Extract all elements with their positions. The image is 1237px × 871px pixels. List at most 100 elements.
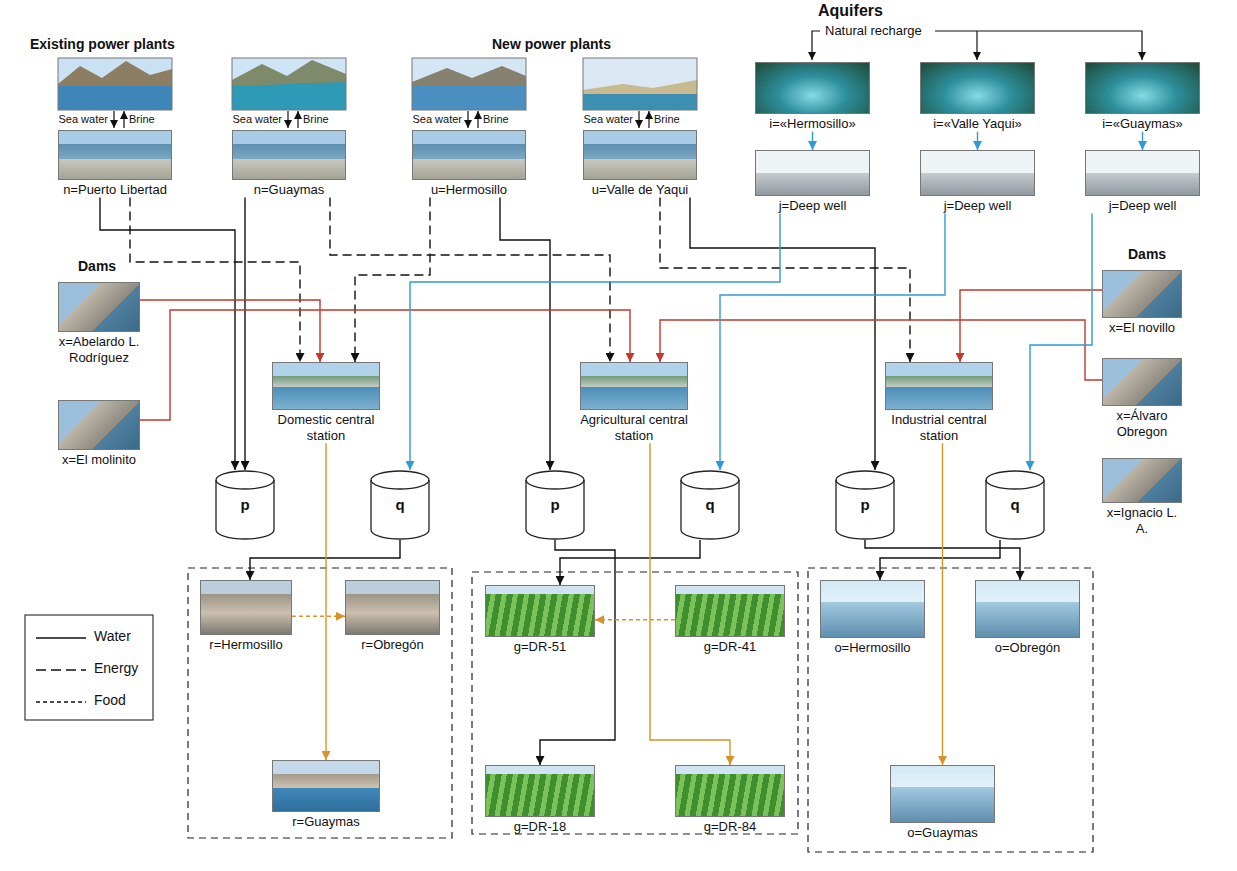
station-picture — [885, 362, 993, 410]
sea-scene — [232, 58, 346, 110]
node-caption: x=Abelardo L. Rodríguez — [58, 334, 140, 365]
storage-tank: p — [215, 470, 275, 540]
dam: x=El novillo — [1102, 270, 1182, 336]
group-bracket — [188, 568, 1093, 852]
tank-body — [986, 471, 1044, 539]
flow-connector — [1030, 214, 1092, 470]
text-label: New power plants — [492, 36, 692, 52]
central-station: Industrial central station — [885, 362, 993, 443]
text-label: Dams — [1128, 246, 1188, 262]
deep-well: j=Deep well — [755, 150, 870, 214]
node-caption: j=Deep well — [755, 198, 870, 214]
flow-connector — [140, 310, 630, 420]
well-picture — [755, 150, 870, 196]
flow-connector — [690, 198, 875, 470]
node-caption: i=«Hermosillo» — [755, 116, 870, 132]
dam-picture — [1102, 358, 1182, 406]
node-caption: g=DR-51 — [485, 639, 595, 655]
flow-connector — [977, 132, 978, 150]
flow-connector — [942, 443, 943, 765]
sea-water-arrows — [114, 111, 649, 128]
text-label: Brine — [303, 113, 343, 125]
field-picture — [485, 585, 595, 637]
tank-body — [681, 471, 739, 539]
tank-body — [526, 471, 584, 539]
flow-connector — [1142, 132, 1143, 150]
dam-picture — [1102, 458, 1182, 503]
tank-rim — [526, 480, 584, 489]
power-plant: u=Valle de Yaqui — [583, 130, 697, 198]
text-label: Sea water — [54, 113, 108, 125]
industry-picture — [890, 765, 995, 823]
text-label: Aquifers — [818, 2, 938, 20]
flow-connector — [325, 443, 326, 760]
flow-connector — [812, 132, 813, 150]
flow-connector — [500, 198, 550, 470]
dam: x=Ignacio L. A. — [1102, 458, 1182, 536]
central-station: Agricultural central station — [580, 362, 688, 443]
text-label: Brine — [129, 113, 169, 125]
node-caption: i=«Guaymas» — [1085, 116, 1200, 132]
irrigation-district: g=DR-84 — [675, 765, 785, 835]
flow-connector — [250, 540, 400, 580]
plant-picture — [583, 130, 697, 180]
node-caption: g=DR-41 — [675, 639, 785, 655]
storage-tank: q — [370, 470, 430, 540]
sea-scene — [583, 58, 697, 110]
legend-line — [36, 669, 86, 671]
legend-sample — [36, 633, 86, 643]
tank-label: p — [525, 470, 585, 513]
flow-connector — [130, 198, 300, 362]
aquifer-picture — [1085, 62, 1200, 114]
tank-label: q — [985, 470, 1045, 513]
tank-rim — [681, 480, 739, 489]
legend-sample — [36, 665, 86, 675]
plant-picture — [232, 130, 346, 180]
legend-box — [25, 615, 153, 720]
aquifer-picture — [920, 62, 1035, 114]
node-caption: j=Deep well — [1085, 198, 1200, 214]
station-picture — [272, 362, 380, 410]
node-caption: r=Hermosillo — [200, 637, 292, 653]
node-caption: Domestic central station — [272, 412, 380, 443]
text-label: Natural recharge — [825, 23, 955, 38]
field-picture — [675, 765, 785, 817]
aquifer: i=«Hermosillo» — [755, 62, 870, 132]
flow-connector — [595, 619, 675, 620]
node-caption: g=DR-18 — [485, 819, 595, 835]
station-picture — [580, 362, 688, 410]
city: r=Guaymas — [272, 760, 380, 830]
industry-picture — [820, 580, 925, 638]
node-caption: x=El novillo — [1102, 320, 1182, 336]
node-caption: r=Guaymas — [272, 814, 380, 830]
power-plant: n=Puerto Libertad — [58, 130, 172, 198]
tank-rim — [216, 480, 274, 489]
node-caption: n=Puerto Libertad — [58, 182, 172, 198]
aquifer-picture — [755, 62, 870, 114]
well-picture — [920, 150, 1035, 196]
tank-body — [371, 471, 429, 539]
field-picture — [485, 765, 595, 817]
node-caption: i=«Valle Yaqui» — [920, 116, 1035, 132]
legend-line — [36, 637, 86, 639]
deep-well: j=Deep well — [920, 150, 1035, 214]
text-label: Sea water — [579, 113, 633, 125]
node-caption: u=Valle de Yaqui — [583, 182, 697, 198]
node-caption: o=Obregón — [975, 640, 1080, 656]
tank-label: p — [215, 470, 275, 513]
city-picture — [345, 580, 440, 635]
node-caption: u=Hermosillo — [412, 182, 526, 198]
industry-picture — [975, 580, 1080, 638]
storage-tank: p — [835, 470, 895, 540]
flow-connector — [330, 198, 610, 362]
flow-connector — [660, 198, 910, 362]
dam: x=Abelardo L. Rodríguez — [58, 282, 140, 365]
dam-picture — [58, 282, 140, 332]
flow-connector — [244, 198, 245, 470]
text-label: Sea water — [228, 113, 282, 125]
node-caption: x=Álvaro Obregon — [1102, 408, 1182, 439]
power-plant: u=Hermosillo — [412, 130, 526, 198]
industry: o=Obregón — [975, 580, 1080, 656]
city-picture — [200, 580, 292, 635]
